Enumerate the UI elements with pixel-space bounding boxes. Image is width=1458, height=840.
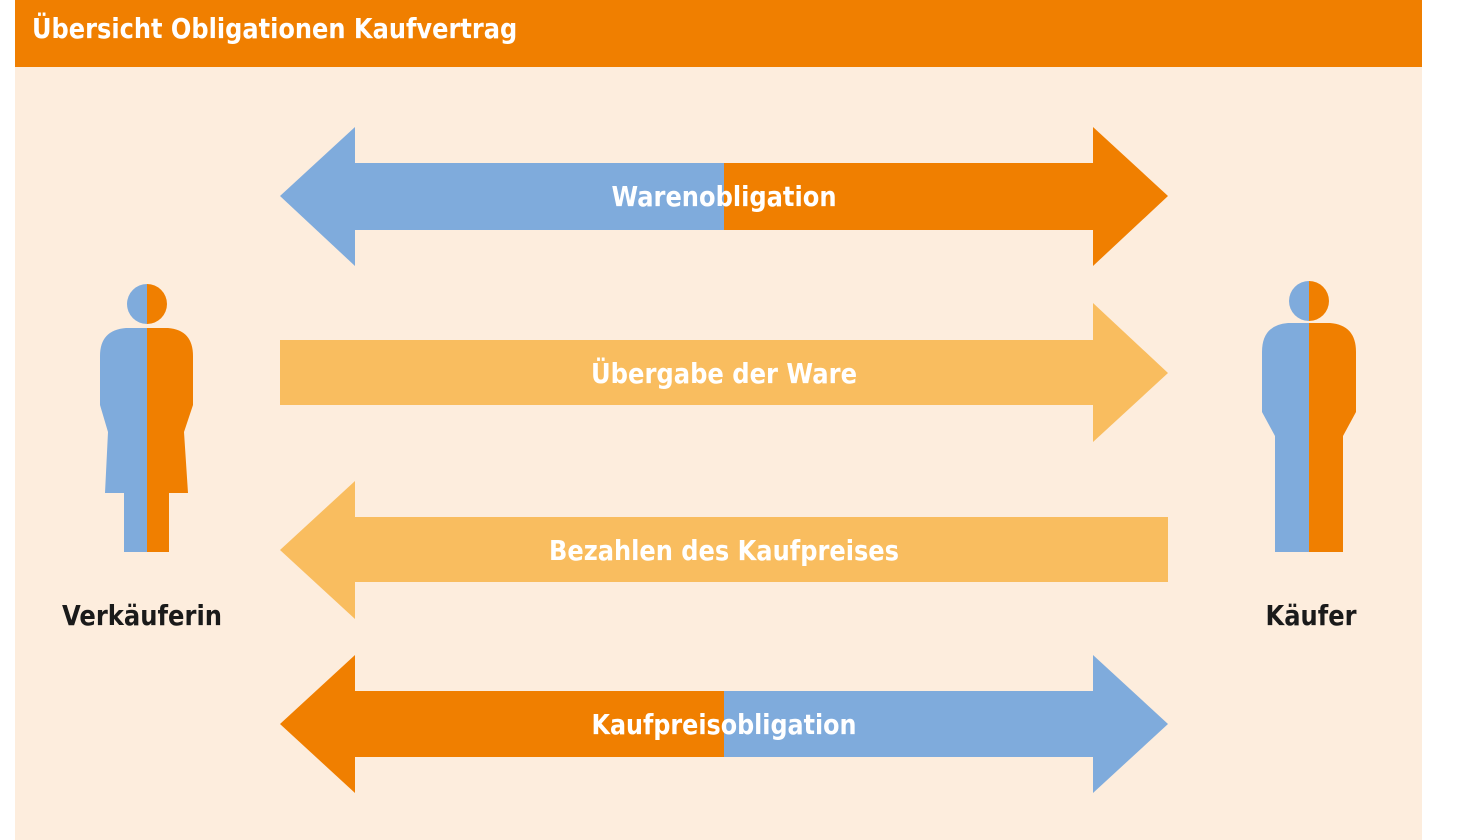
arrow-kaufpreisobligation-left-half: [280, 655, 724, 793]
male-person-left-half: [1262, 281, 1309, 552]
arrow-uebergabe-shape: [280, 303, 1168, 442]
buyer-label: Käufer: [1266, 599, 1357, 632]
arrow-warenobligation-right-half: [724, 127, 1168, 266]
arrow-warenobligation-label: Warenobligation: [612, 180, 837, 213]
arrow-bezahlen-label: Bezahlen des Kaufpreises: [549, 534, 899, 567]
page-title: Übersicht Obligationen Kaufvertrag: [32, 12, 518, 45]
arrow-bezahlen: Bezahlen des Kaufpreises: [280, 481, 1168, 619]
arrow-warenobligation-left-half: [280, 127, 724, 266]
female-person-right-half: [147, 284, 193, 552]
arrow-kaufpreisobligation-right-half: [724, 655, 1168, 793]
female-person-icon: [100, 284, 193, 552]
arrow-warenobligation: Warenobligation: [280, 127, 1168, 266]
seller-label: Verkäuferin: [62, 599, 222, 632]
male-person-icon: [1262, 281, 1356, 552]
arrow-uebergabe: Übergabe der Ware: [280, 303, 1168, 442]
header-bar: Übersicht Obligationen Kaufvertrag: [15, 0, 1422, 67]
female-person-left-half: [100, 284, 147, 552]
arrow-uebergabe-label: Übergabe der Ware: [591, 356, 857, 390]
male-person-right-half: [1309, 281, 1356, 552]
arrow-kaufpreisobligation: Kaufpreisobligation: [280, 655, 1168, 793]
arrow-bezahlen-shape: [280, 481, 1168, 619]
arrow-kaufpreisobligation-label: Kaufpreisobligation: [592, 708, 857, 741]
